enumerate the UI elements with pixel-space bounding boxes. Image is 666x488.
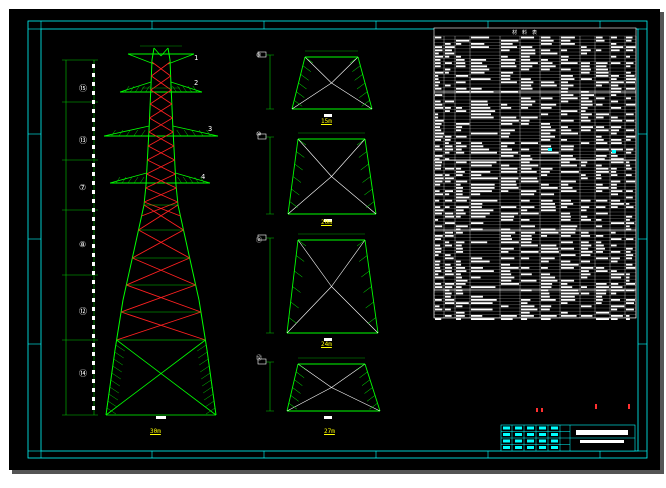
crossarm-marker-2: 2 bbox=[194, 79, 199, 87]
leg-extension-details bbox=[257, 50, 381, 419]
bom-header: 材 料 表 bbox=[512, 30, 539, 36]
detail-tag-11: ⑪ bbox=[256, 237, 263, 244]
tower-dimension-chain bbox=[62, 59, 166, 419]
bom-frame bbox=[433, 27, 637, 319]
detail-tag-8: ⑧ bbox=[256, 52, 262, 59]
section-marker-7: ⑦ bbox=[79, 183, 87, 192]
detail-panel-4 bbox=[257, 357, 381, 419]
detail-panel-3 bbox=[257, 233, 379, 341]
tower-leg-left bbox=[145, 129, 150, 186]
tower-leg-right bbox=[188, 254, 200, 301]
section-marker-13: ⑬ bbox=[79, 136, 87, 145]
detail-tag-12: ⑫ bbox=[256, 355, 263, 362]
tower-leg-right bbox=[172, 129, 177, 186]
detail-tag-10: ⑩ bbox=[256, 131, 262, 138]
tower-leg-right bbox=[206, 349, 217, 416]
tower-elevation bbox=[103, 45, 219, 416]
tower-leg-left bbox=[105, 349, 116, 416]
detail-label-24m: 24m bbox=[321, 341, 332, 348]
tower-leg-right bbox=[198, 299, 208, 351]
detail-label-20m: 20m bbox=[321, 219, 332, 226]
section-marker-8: ⑧ bbox=[79, 240, 87, 249]
crossarm-marker-1: 1 bbox=[194, 54, 199, 62]
tower-leg-left bbox=[122, 254, 134, 301]
section-marker-12: ⑫ bbox=[79, 307, 87, 316]
section-marker-14: ⑭ bbox=[79, 369, 87, 378]
red-annotations bbox=[536, 404, 630, 412]
tower-base-label: 30m bbox=[150, 428, 161, 435]
detail-panel-2 bbox=[257, 132, 377, 222]
section-marker-15: ⑮ bbox=[79, 84, 87, 93]
tower-leg-left bbox=[150, 59, 153, 86]
detail-label-15m: 15m bbox=[321, 118, 332, 125]
title-block bbox=[500, 424, 636, 452]
drawing-frame bbox=[27, 20, 648, 459]
crossarm-marker-4: 4 bbox=[201, 173, 206, 181]
detail-label-27m: 27m bbox=[324, 428, 335, 435]
tower-leg-left bbox=[114, 299, 124, 351]
tower-leg-right bbox=[169, 59, 172, 86]
crossarm-marker-3: 3 bbox=[208, 125, 213, 133]
detail-panel-1 bbox=[257, 50, 373, 117]
bill-of-materials-table bbox=[433, 27, 637, 320]
